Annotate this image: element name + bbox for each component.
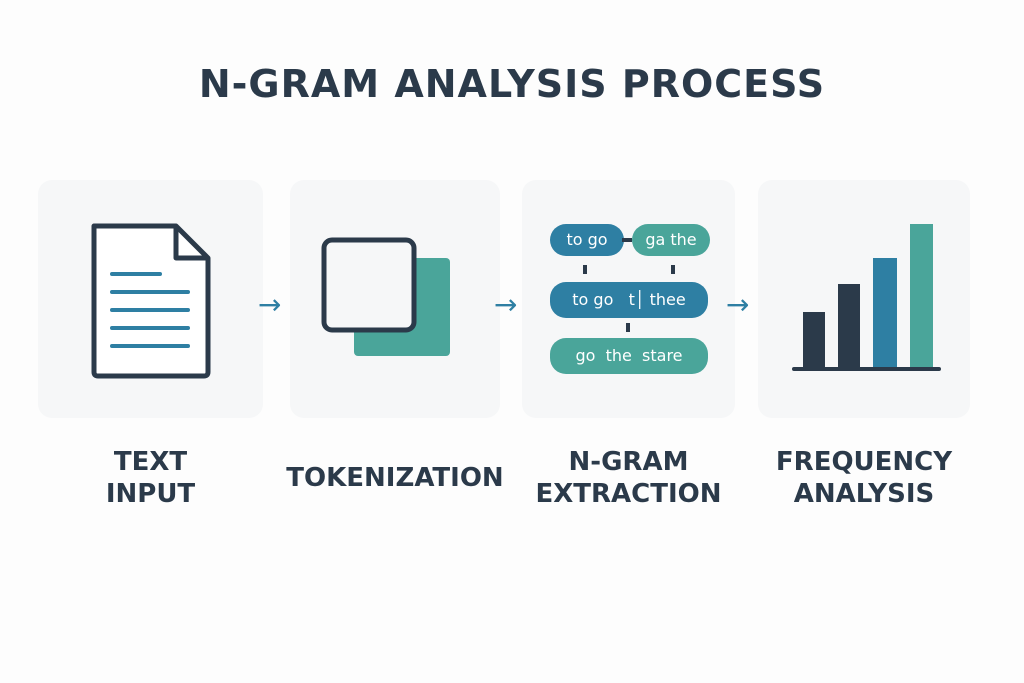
label-line: TOKENIZATION	[286, 463, 504, 493]
connector	[626, 323, 630, 332]
document-icon	[91, 223, 211, 379]
step-label-tokenization: TOKENIZATION	[280, 462, 510, 494]
label-line: INPUT	[105, 479, 196, 509]
connector	[622, 238, 632, 242]
label-line: ANALYSIS	[793, 479, 935, 509]
connector	[583, 265, 587, 274]
label-line: TEXT	[113, 447, 188, 477]
ngram-pill: to go t│ thee	[550, 282, 708, 318]
label-line: EXTRACTION	[535, 479, 722, 509]
step-card-ngram-extraction: to go ga the to go t│ thee go the stare	[522, 180, 735, 418]
step-card-tokenization	[290, 180, 500, 418]
bar-chart-icon	[792, 224, 941, 371]
ngram-pill: to go	[550, 224, 624, 256]
step-card-text-input	[38, 180, 263, 418]
arrow-right-icon: →	[726, 288, 750, 321]
ngram-pill: ga the	[632, 224, 710, 256]
label-line: N-GRAM	[568, 447, 689, 477]
ngram-pill: go the stare	[550, 338, 708, 374]
arrow-right-icon: →	[258, 288, 282, 321]
connector	[671, 265, 675, 274]
overlapping-squares-icon	[321, 237, 450, 356]
arrow-right-icon: →	[494, 288, 518, 321]
label-line: FREQUENCY	[775, 447, 953, 477]
page-title: N-GRAM ANALYSIS PROCESS	[198, 62, 826, 106]
step-card-frequency-analysis	[758, 180, 970, 418]
